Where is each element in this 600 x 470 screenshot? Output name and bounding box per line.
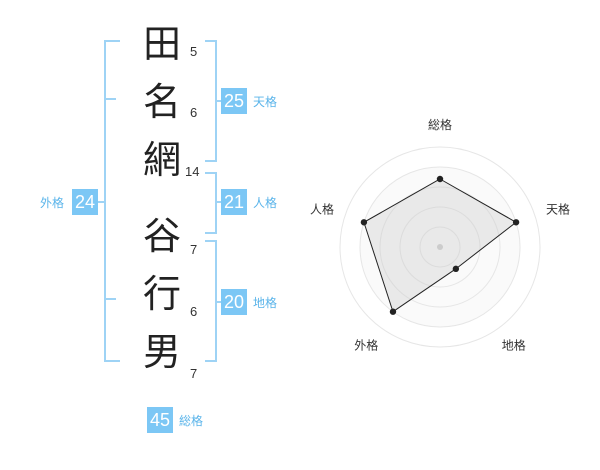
radar-point-4 <box>389 308 397 315</box>
tenkaku-stem <box>215 100 221 102</box>
chikaku-label: 地格 <box>253 296 278 310</box>
jinkaku-stem <box>215 201 221 203</box>
stroke-count-1: 5 <box>190 44 198 59</box>
jinkaku-label: 人格 <box>253 196 278 210</box>
tenkaku-value: 25 <box>221 88 247 114</box>
radar-axis-label-1: 総格 <box>428 117 452 132</box>
radar-point-3 <box>452 265 460 273</box>
name-char-2: 名 <box>142 80 181 124</box>
gaikaku-label: 外格 <box>40 196 65 210</box>
gaikaku-stem <box>98 201 104 203</box>
radar-point-1 <box>436 175 444 183</box>
radar-axis-label-3: 地格 <box>502 338 526 353</box>
stroke-count-4: 7 <box>190 242 198 257</box>
stroke-count-6: 7 <box>190 366 198 381</box>
gaikaku-tick-2 <box>104 298 116 300</box>
radar-axis-label-4: 外格 <box>354 338 378 353</box>
name-char-1: 田 <box>142 22 181 66</box>
stroke-count-2: 6 <box>190 105 198 120</box>
jinkaku-value: 21 <box>221 189 247 215</box>
tenkaku-label: 天格 <box>253 95 278 109</box>
name-char-5: 行 <box>142 272 181 316</box>
chikaku-value: 20 <box>221 289 247 315</box>
radar-point-2 <box>512 219 520 226</box>
radar-point-5 <box>360 219 368 226</box>
gaikaku-tick-1 <box>104 98 116 100</box>
radar-axis-label-5: 人格 <box>310 201 334 216</box>
chikaku-stem <box>215 301 221 303</box>
stroke-count-5: 6 <box>190 304 198 319</box>
name-char-6: 男 <box>142 330 181 374</box>
name-char-4: 谷 <box>142 214 181 258</box>
radar-center <box>437 244 443 250</box>
soukaku-value: 45 <box>147 407 173 433</box>
soukaku-label: 総格 <box>179 414 204 428</box>
stroke-count-3: 14 <box>185 164 200 179</box>
radar-axis-label-2: 天格 <box>546 201 570 216</box>
name-char-3: 網 <box>142 138 181 182</box>
gaikaku-bracket <box>104 40 120 362</box>
jinkaku-bracket <box>205 172 217 234</box>
gaikaku-value: 24 <box>72 189 98 215</box>
